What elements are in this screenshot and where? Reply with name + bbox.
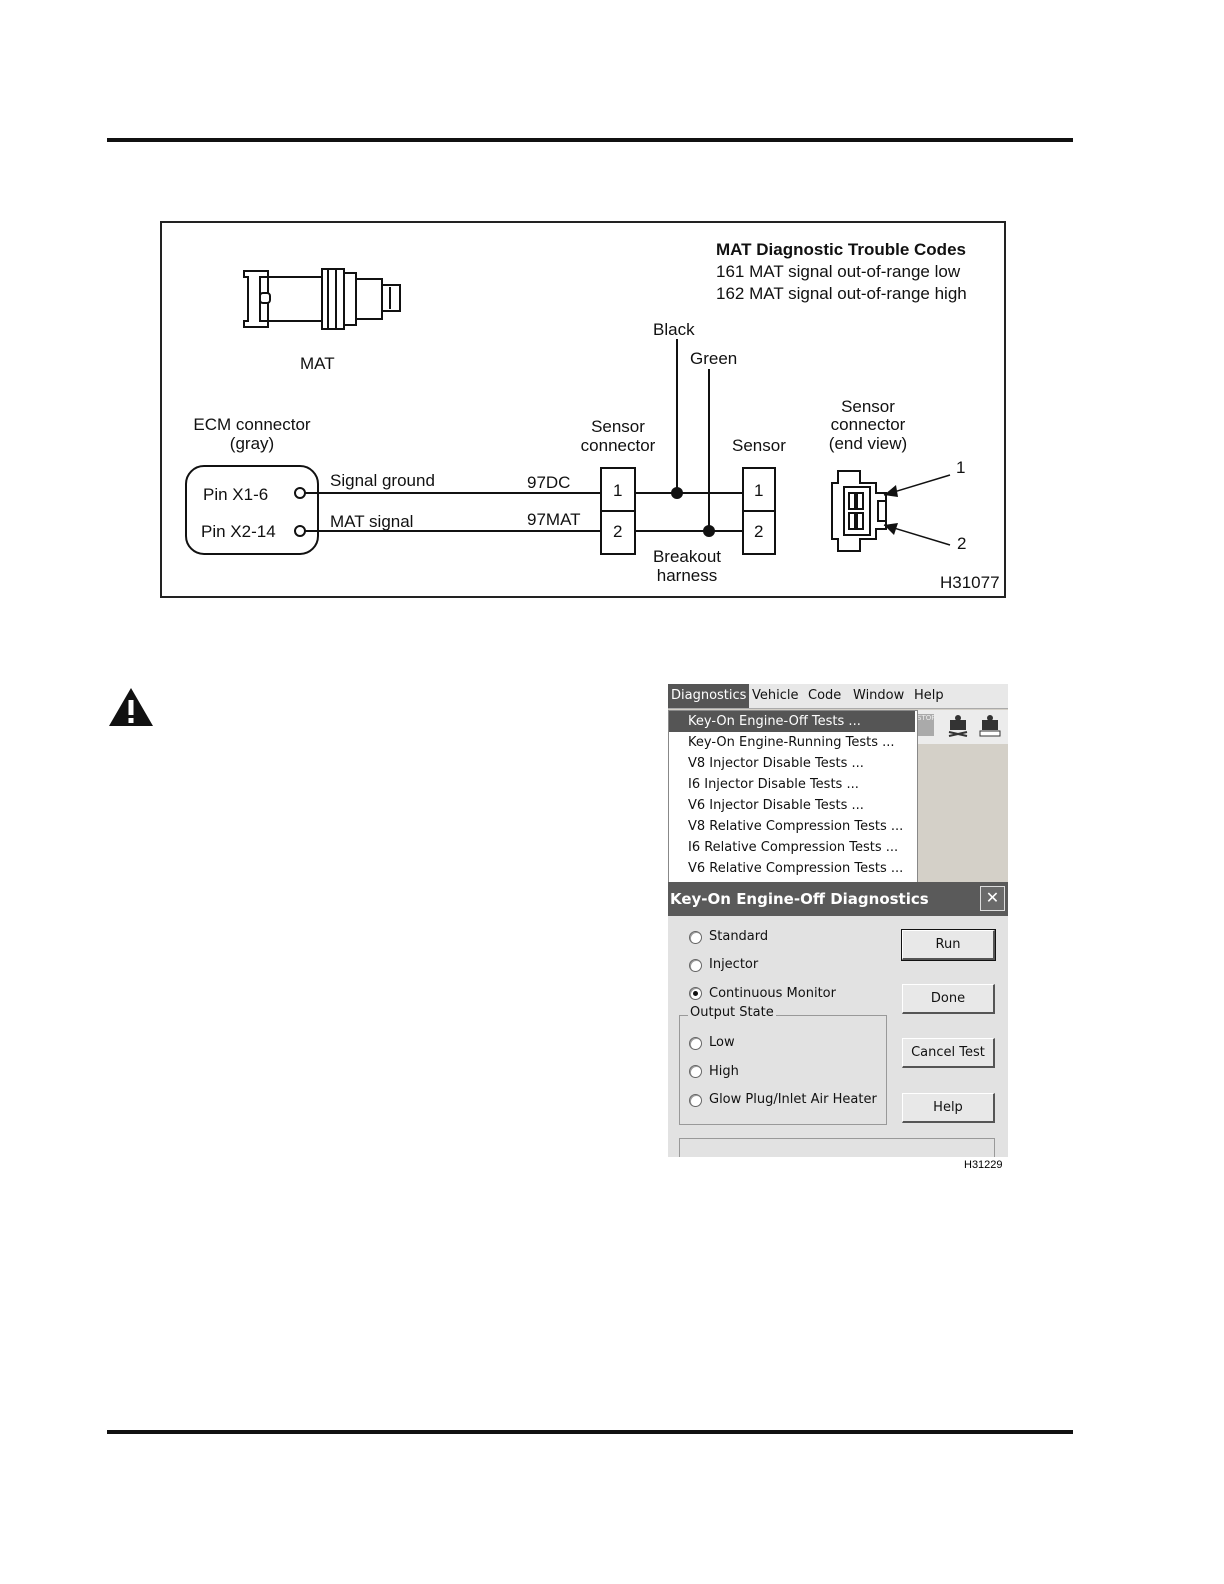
- menu-item-v6-relative-compression[interactable]: V6 Relative Compression Tests ...: [688, 861, 904, 876]
- sensor-connector-pin-1: 1: [613, 481, 622, 500]
- close-icon[interactable]: ✕: [980, 886, 1005, 911]
- circuit-97mat: 97MAT: [527, 510, 581, 529]
- menu-item-v8-relative-compression[interactable]: V8 Relative Compression Tests ...: [688, 819, 904, 834]
- end-view-pin-1: 1: [956, 458, 965, 477]
- end-view-label-2: connector: [831, 415, 906, 434]
- bottom-rule: [107, 1430, 1073, 1434]
- label-injector: Injector: [709, 957, 759, 972]
- radio-continuous-monitor[interactable]: [689, 987, 702, 1000]
- dialog-title: Key-On Engine-Off Diagnostics: [670, 890, 929, 908]
- sensor-pin-2: 2: [754, 522, 763, 541]
- pin-x2-14: Pin X2-14: [201, 522, 276, 541]
- key-on-engine-off-dialog: Key-On Engine-Off Diagnostics ✕ Standard…: [668, 882, 1008, 1157]
- toolbar: STOP: [916, 710, 1008, 744]
- status-bar: [679, 1138, 995, 1157]
- wire-black-label: Black: [653, 320, 695, 339]
- menu-item-v6-injector-disable[interactable]: V6 Injector Disable Tests ...: [688, 798, 864, 813]
- cancel-test-button[interactable]: Cancel Test: [902, 1038, 995, 1068]
- figure-id-h31077: H31077: [940, 573, 1000, 592]
- figure-id-h31229: H31229: [964, 1159, 1003, 1171]
- diagnostics-dropdown-menu: Key-On Engine-Off Tests ... Key-On Engin…: [668, 710, 918, 884]
- mat-label: MAT: [300, 354, 335, 373]
- ecm-connector-label-2: (gray): [230, 434, 274, 453]
- label-low: Low: [709, 1035, 735, 1050]
- radio-injector[interactable]: [689, 959, 702, 972]
- done-button[interactable]: Done: [902, 984, 995, 1014]
- mat-sensor-icon: [243, 268, 401, 330]
- menu-item-key-on-engine-running[interactable]: Key-On Engine-Running Tests ...: [688, 735, 895, 750]
- menu-item-key-on-engine-off[interactable]: Key-On Engine-Off Tests ...: [669, 711, 915, 732]
- menu-diagnostics[interactable]: Diagnostics: [668, 684, 750, 708]
- top-rule: [107, 138, 1073, 142]
- end-view-pin-2: 2: [957, 534, 966, 553]
- label-standard: Standard: [709, 929, 769, 944]
- dtc-162: 162 MAT signal out-of-range high: [716, 284, 967, 303]
- dtc-161: 161 MAT signal out-of-range low: [716, 262, 961, 281]
- ecm-connector-label-1: ECM connector: [193, 415, 310, 434]
- breakout-label-2: harness: [657, 566, 717, 585]
- sensor-pin-1: 1: [754, 481, 763, 500]
- diagram-title: MAT Diagnostic Trouble Codes: [716, 240, 966, 259]
- menu-item-i6-injector-disable[interactable]: I6 Injector Disable Tests ...: [688, 777, 859, 792]
- diagnostics-screenshot: Diagnostics Vehicle Code Window Help STO…: [668, 684, 1008, 1157]
- radio-high[interactable]: [689, 1065, 702, 1078]
- label-continuous-monitor: Continuous Monitor: [709, 986, 836, 1001]
- help-button[interactable]: Help: [902, 1093, 995, 1123]
- sensor-connector-label-1: Sensor: [591, 417, 645, 436]
- breakout-label-1: Breakout: [653, 547, 721, 566]
- sensor-label: Sensor: [732, 436, 786, 455]
- signal-ground-label: Signal ground: [330, 471, 435, 490]
- sensor-connector-pin-2: 2: [613, 522, 622, 541]
- menu-code[interactable]: Code: [808, 688, 842, 703]
- ecm-connector: [185, 465, 319, 555]
- warning-triangle-icon: [109, 688, 153, 726]
- end-view-label-3: (end view): [829, 434, 907, 453]
- menu-help[interactable]: Help: [914, 688, 944, 703]
- radio-standard[interactable]: [689, 931, 702, 944]
- sensor-connector-label-2: connector: [581, 436, 656, 455]
- mat-wiring-diagram: MAT Diagnostic Trouble Codes 161 MAT sig…: [160, 221, 1006, 598]
- dialog-titlebar: Key-On Engine-Off Diagnostics ✕: [668, 882, 1008, 916]
- menu-vehicle[interactable]: Vehicle: [752, 688, 799, 703]
- engine-test-icon[interactable]: [946, 714, 970, 738]
- menu-window[interactable]: Window: [853, 688, 905, 703]
- radio-low[interactable]: [689, 1037, 702, 1050]
- mat-signal-label: MAT signal: [330, 512, 413, 531]
- stop-button[interactable]: STOP: [916, 714, 936, 736]
- label-glow-plug: Glow Plug/Inlet Air Heater: [709, 1092, 877, 1107]
- label-high: High: [709, 1064, 739, 1079]
- output-state-label: Output State: [688, 1005, 776, 1020]
- wire-green-label: Green: [690, 349, 737, 368]
- sensor-connector-end-view-icon: [831, 470, 887, 552]
- end-view-label-1: Sensor: [841, 397, 895, 416]
- menu-item-i6-relative-compression[interactable]: I6 Relative Compression Tests ...: [688, 840, 899, 855]
- run-button[interactable]: Run: [901, 929, 996, 961]
- circuit-97dc: 97DC: [527, 473, 570, 492]
- stop-label: STOP: [917, 714, 936, 722]
- menu-item-v8-injector-disable[interactable]: V8 Injector Disable Tests ...: [688, 756, 864, 771]
- menu-bar: Diagnostics Vehicle Code Window Help: [668, 684, 1008, 709]
- radio-glow-plug[interactable]: [689, 1094, 702, 1107]
- output-state-group: [679, 1015, 887, 1125]
- engine-status-icon[interactable]: [978, 714, 1002, 738]
- pin-x1-6: Pin X1-6: [203, 485, 268, 504]
